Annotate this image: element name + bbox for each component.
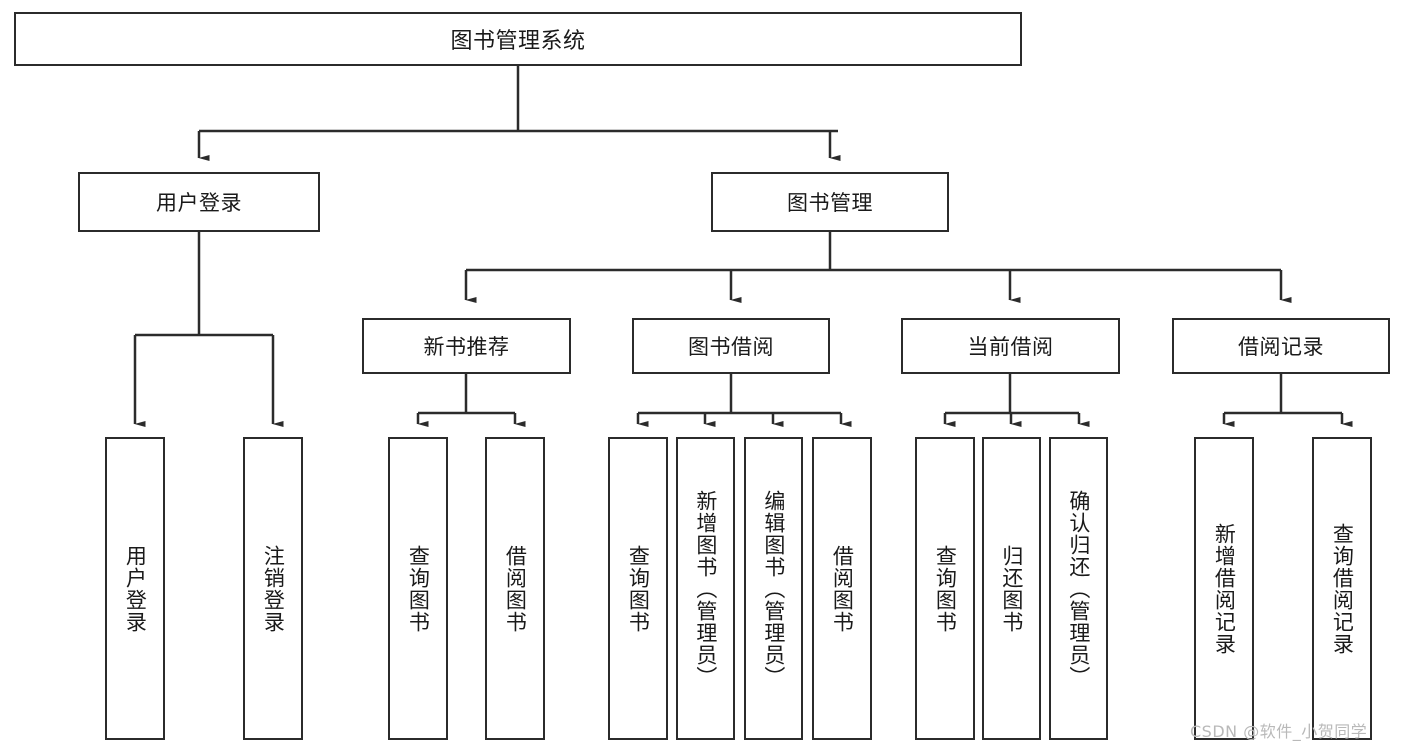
node-label: 借阅记录 <box>1238 335 1324 359</box>
node-label: 当前借阅 <box>967 335 1054 359</box>
node-label: 编辑图书（管理员） <box>761 489 786 688</box>
node-label: 图书管理 <box>787 191 873 215</box>
node-book-borrowing[interactable]: 图书借阅 <box>632 318 830 374</box>
leaf-book-borrow-edit-admin[interactable]: 编辑图书（管理员） <box>744 437 803 740</box>
node-root-book-management-system[interactable]: 图书管理系统 <box>14 12 1022 66</box>
node-label: 借阅图书 <box>503 544 528 633</box>
node-label: 查询图书 <box>626 544 651 633</box>
node-current-borrowing[interactable]: 当前借阅 <box>901 318 1120 374</box>
node-label: 查询图书 <box>406 544 431 633</box>
node-label: 图书借阅 <box>688 335 774 359</box>
node-label: 新增借阅记录 <box>1212 522 1237 655</box>
node-borrowing-records[interactable]: 借阅记录 <box>1172 318 1390 374</box>
node-label: 新增图书（管理员） <box>693 489 718 688</box>
leaf-user-login-signout[interactable]: 注销登录 <box>243 437 303 740</box>
leaf-current-borrow-confirm-return-admin[interactable]: 确认归还（管理员） <box>1049 437 1108 740</box>
node-book-management[interactable]: 图书管理 <box>711 172 949 232</box>
node-label: 新书推荐 <box>423 335 510 359</box>
leaf-new-book-query[interactable]: 查询图书 <box>388 437 448 740</box>
node-label: 注销登录 <box>261 544 286 633</box>
node-user-login[interactable]: 用户登录 <box>78 172 320 232</box>
leaf-book-borrow-add-admin[interactable]: 新增图书（管理员） <box>676 437 735 740</box>
csdn-watermark: CSDN @软件_小贺同学 <box>1190 722 1368 741</box>
leaf-current-borrow-return[interactable]: 归还图书 <box>982 437 1041 740</box>
leaf-current-borrow-query[interactable]: 查询图书 <box>915 437 975 740</box>
leaf-new-book-borrow[interactable]: 借阅图书 <box>485 437 545 740</box>
leaf-borrow-record-add[interactable]: 新增借阅记录 <box>1194 437 1254 740</box>
leaf-user-login-signin[interactable]: 用户登录 <box>105 437 165 740</box>
node-label: 借阅图书 <box>830 544 855 633</box>
node-label: 用户登录 <box>156 191 242 215</box>
node-label: 归还图书 <box>999 544 1024 633</box>
node-label: 确认归还（管理员） <box>1066 489 1091 688</box>
node-label: 查询图书 <box>933 544 958 633</box>
node-label: 用户登录 <box>123 544 148 633</box>
leaf-book-borrow-borrow[interactable]: 借阅图书 <box>812 437 872 740</box>
node-new-book-recommendation[interactable]: 新书推荐 <box>362 318 571 374</box>
leaf-book-borrow-query[interactable]: 查询图书 <box>608 437 668 740</box>
node-label: 图书管理系统 <box>450 29 586 54</box>
leaf-borrow-record-query[interactable]: 查询借阅记录 <box>1312 437 1372 740</box>
node-label: 查询借阅记录 <box>1330 522 1355 655</box>
